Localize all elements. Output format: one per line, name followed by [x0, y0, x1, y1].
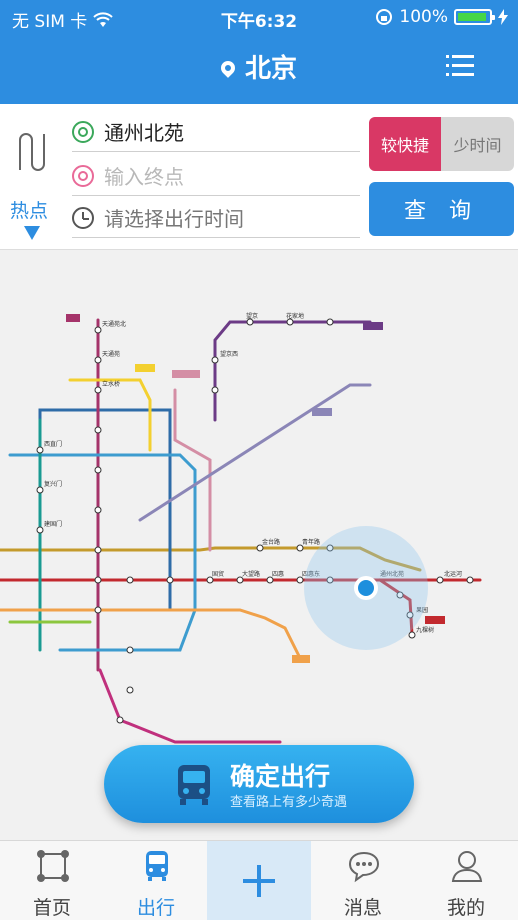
line-batong [378, 578, 414, 637]
status-left: 无 SIM 卡 [12, 7, 113, 32]
svg-text:九棵树: 九棵树 [416, 626, 434, 634]
confirm-trip-subtitle: 查看路上有多少奇遇 [230, 795, 348, 810]
tab-profile[interactable]: 我的 [414, 841, 518, 920]
start-field[interactable]: 通州北苑 [72, 112, 360, 152]
line-14 [173, 388, 212, 552]
confirm-trip-title: 确定出行 [230, 762, 331, 791]
line-10 [8, 453, 197, 652]
svg-text:建国门: 建国门 [44, 520, 62, 528]
header: 无 SIM 卡 下午6:32 100% 北京 [0, 0, 518, 104]
list-menu-icon[interactable] [446, 52, 474, 80]
svg-text:北运河: 北运河 [444, 570, 462, 578]
line-15 [213, 320, 372, 422]
route-preference-toggle: 较快捷 少时间 [369, 117, 514, 171]
line-airport [138, 383, 372, 522]
carrier-text: 无 SIM 卡 [12, 12, 88, 32]
tab-home[interactable]: 首页 [0, 841, 104, 920]
status-time: 下午6:32 [220, 12, 298, 32]
profile-icon [451, 851, 483, 882]
svg-text:立水桥: 立水桥 [102, 380, 120, 388]
svg-text:复兴门: 复兴门 [44, 480, 62, 488]
option-fast[interactable]: 较快捷 [369, 117, 441, 171]
battery-percent: 100% [399, 7, 448, 27]
option-less-time[interactable]: 少时间 [441, 117, 514, 171]
start-value: 通州北苑 [104, 121, 184, 145]
start-dot-icon [72, 120, 94, 143]
svg-text:西直门: 西直门 [44, 440, 62, 448]
location-marker-dot [358, 580, 374, 596]
confirm-trip-button[interactable]: 确定出行 查看路上有多少奇遇 [104, 745, 414, 823]
swap-route-icon[interactable] [16, 130, 48, 174]
svg-text:花家地: 花家地 [286, 312, 304, 320]
end-dot-icon [72, 164, 94, 187]
subway-map[interactable]: 天通苑北 天通苑 立水桥 望京西 望京 花家地 国贸 大望路 四惠 四惠东 金台… [0, 250, 518, 840]
subway-map-graphic: 天通苑北 天通苑 立水桥 望京西 望京 花家地 国贸 大望路 四惠 四惠东 金台… [0, 312, 482, 744]
line-6 [0, 546, 422, 572]
bus-icon [146, 851, 168, 881]
tab-messages[interactable]: 消息 [311, 841, 415, 920]
status-bar: 无 SIM 卡 下午6:32 100% [0, 0, 518, 34]
line-7 [0, 608, 302, 660]
query-button[interactable]: 查 询 [369, 182, 514, 236]
line-13 [68, 378, 152, 452]
city-name: 北京 [244, 54, 297, 84]
hot-spots-arrow-icon[interactable] [24, 226, 40, 240]
svg-text:青年路: 青年路 [302, 538, 320, 546]
wifi-icon [93, 11, 113, 27]
hot-spots-label[interactable]: 热点 [10, 200, 49, 222]
svg-text:望京: 望京 [246, 312, 258, 320]
location-pin-icon [218, 58, 238, 78]
city-selector[interactable]: 北京 [0, 48, 518, 85]
charging-icon [498, 9, 508, 25]
clock-icon [72, 206, 94, 229]
home-icon [37, 850, 69, 882]
svg-text:大望路: 大望路 [242, 570, 260, 578]
svg-text:天通苑: 天通苑 [102, 350, 120, 358]
bus-icon [178, 765, 210, 805]
svg-text:金台路: 金台路 [262, 538, 280, 546]
svg-text:四惠东: 四惠东 [302, 570, 320, 578]
tab-trip[interactable]: 出行 [104, 841, 208, 920]
svg-text:天通苑北: 天通苑北 [102, 320, 126, 328]
line-yizhuang [98, 668, 282, 744]
tab-add[interactable] [207, 841, 311, 920]
tab-bar: 首页 出行 消息 我的 [0, 840, 518, 920]
end-field[interactable]: 输入终点 [72, 156, 360, 196]
plus-icon [243, 865, 275, 897]
rotation-lock-icon [376, 9, 393, 25]
battery-icon [454, 9, 495, 25]
end-placeholder: 输入终点 [104, 165, 184, 189]
svg-text:望京西: 望京西 [220, 350, 238, 358]
status-right: 100% [375, 7, 508, 27]
tab-profile-label: 我的 [446, 897, 485, 919]
message-icon [348, 851, 380, 883]
svg-text:果园: 果园 [416, 607, 428, 614]
tab-messages-label: 消息 [343, 897, 382, 919]
tab-home-label: 首页 [32, 897, 71, 919]
tab-trip-label: 出行 [136, 897, 175, 919]
svg-text:国贸: 国贸 [212, 570, 224, 578]
time-placeholder: 请选择出行时间 [104, 207, 244, 231]
time-field[interactable]: 请选择出行时间 [72, 198, 360, 238]
svg-text:四惠: 四惠 [272, 570, 284, 578]
route-panel: 热点 通州北苑 输入终点 请选择出行时间 较快捷 少时间 查 询 [0, 104, 518, 250]
svg-text:通州北苑: 通州北苑 [380, 570, 404, 578]
